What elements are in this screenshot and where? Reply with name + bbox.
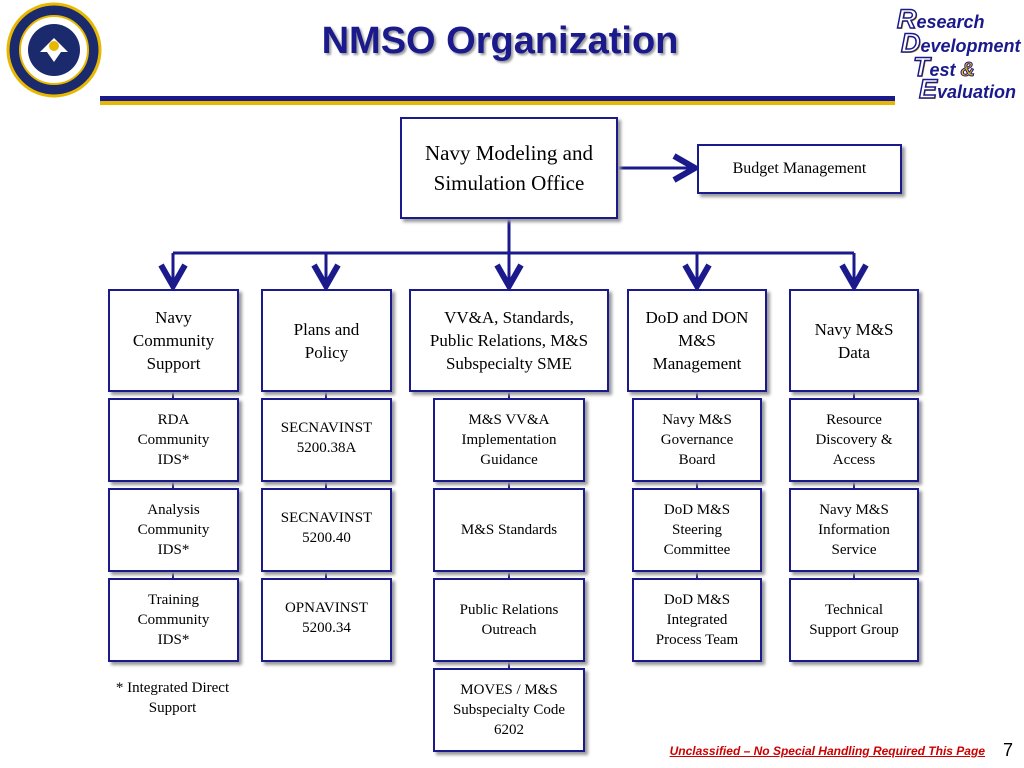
item-information-service: Navy M&S Information Service (789, 488, 919, 572)
column-head-vva-standards: VV&A, Standards, Public Relations, M&S S… (409, 289, 609, 392)
column-head-dod-don-management: DoD and DON M&S Management (627, 289, 767, 392)
item-moves-subspecialty: MOVES / M&S Subspecialty Code 6202 (433, 668, 585, 752)
root-label: Navy Modeling and Simulation Office (425, 141, 593, 195)
item-secnavinst-5200-38a: SECNAVINST 5200.38A (261, 398, 392, 482)
item-opnavinst-5200-34: OPNAVINST 5200.34 (261, 578, 392, 662)
footnote: * Integrated Direct Support (115, 680, 230, 716)
item-governance-board: Navy M&S Governance Board (632, 398, 762, 482)
root-box: Navy Modeling and Simulation Office (400, 117, 618, 219)
item-secnavinst-5200-40: SECNAVINST 5200.40 (261, 488, 392, 572)
rdte-logo: Research Development Test & Evaluation (896, 3, 1021, 105)
budget-label: Budget Management (732, 160, 867, 177)
item-training-community: Training Community IDS* (108, 578, 239, 662)
column-head-navy-community-support: Navy Community Support (108, 289, 239, 392)
budget-box: Budget Management (697, 144, 902, 194)
classification-footer: Unclassified – No Special Handling Requi… (669, 744, 985, 758)
item-integrated-process-team: DoD M&S Integrated Process Team (632, 578, 762, 662)
item-technical-support-group: Technical Support Group (789, 578, 919, 662)
item-steering-committee: DoD M&S Steering Committee (632, 488, 762, 572)
column-head-navy-ms-data: Navy M&S Data (789, 289, 919, 392)
column-head-plans-and-policy: Plans and Policy (261, 289, 392, 392)
page-title: NMSO Organization (321, 20, 679, 62)
item-ms-vva-guidance: M&S VV&A Implementation Guidance (433, 398, 585, 482)
header-rule-blue (100, 96, 895, 101)
item-resource-discovery: Resource Discovery & Access (789, 398, 919, 482)
header-rule-gold (100, 101, 895, 105)
item-analysis-community: Analysis Community IDS* (108, 488, 239, 572)
page-number: 7 (1002, 740, 1013, 760)
item-public-relations-outreach: Public Relations Outreach (433, 578, 585, 662)
item-rda-community: RDA Community IDS* (108, 398, 239, 482)
navy-seal-logo (6, 2, 102, 98)
item-ms-standards: M&S Standards (433, 488, 585, 572)
